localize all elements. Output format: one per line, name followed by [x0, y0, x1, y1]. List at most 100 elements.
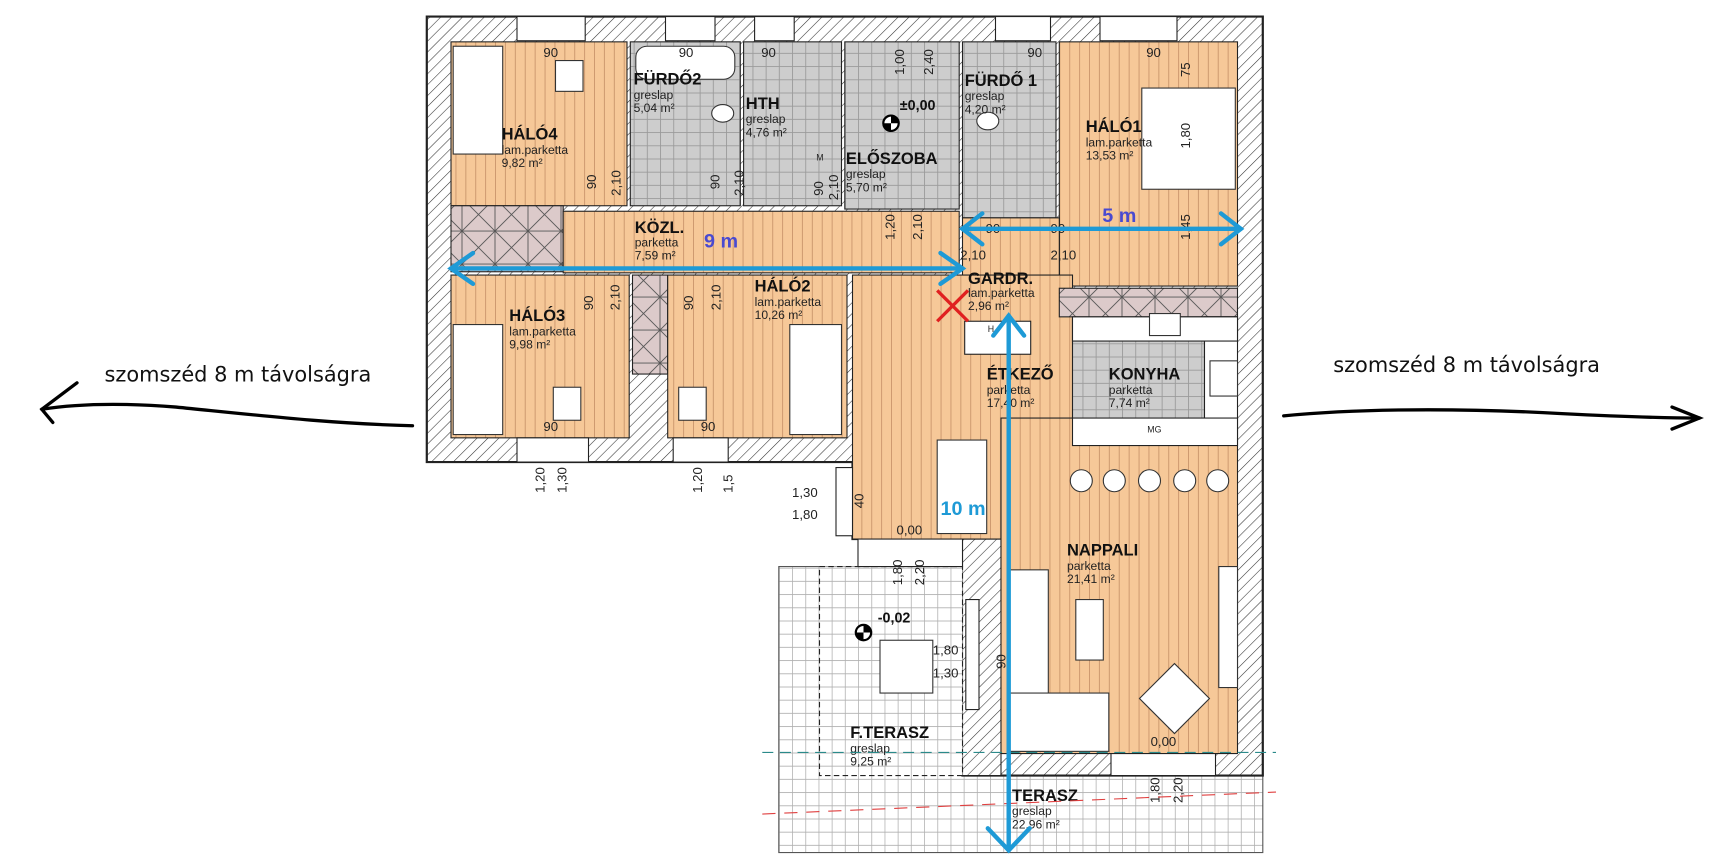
dimension-label: 2,10 — [709, 285, 724, 311]
sofa — [1009, 692, 1110, 752]
dimension-label: 90 — [543, 45, 558, 60]
dimension-label: 2,20 — [912, 560, 927, 586]
cross-marker-icon — [936, 289, 970, 323]
dimension-label: 90 — [1146, 45, 1161, 60]
stove — [1209, 360, 1239, 397]
room-area: 9,25 m² — [850, 755, 891, 769]
room-area: 22,96 m² — [1012, 817, 1060, 831]
room-name: F.TERASZ — [850, 724, 929, 742]
dimension-label: 90 — [761, 45, 776, 60]
room-name: HÁLÓ1 — [1086, 117, 1142, 136]
bed — [789, 324, 843, 436]
room-name: HÁLÓ3 — [509, 306, 565, 325]
toilet — [711, 104, 735, 123]
dimension-label: 1,80 — [792, 507, 818, 522]
toilet — [976, 111, 1000, 131]
dimension-label: 90 — [701, 419, 716, 434]
dimension-label: 2,10 — [960, 248, 986, 263]
room-floor: lam.parketta — [502, 143, 569, 157]
room-eloszoba — [844, 41, 960, 210]
room-area: 4,76 m² — [746, 125, 787, 139]
windows — [516, 16, 1217, 777]
dimension-label: 1,00 — [892, 49, 907, 75]
room-floor: lam.parketta — [968, 286, 1035, 300]
desk — [552, 386, 582, 421]
room-kozl — [562, 210, 960, 274]
room-floor: parketta — [1067, 559, 1111, 573]
dimension-label: 1,80 — [933, 643, 959, 658]
room-name: HÁLÓ4 — [502, 125, 559, 144]
room-area: 4,20 m² — [965, 102, 1006, 116]
room-name: NAPPALI — [1067, 542, 1138, 560]
kitchen-island — [1071, 417, 1239, 447]
dimension-label: 2,10 — [607, 285, 622, 311]
dimension-label: 90 — [993, 654, 1008, 669]
tv-unit — [1218, 566, 1239, 689]
axis-line — [762, 791, 1277, 815]
room-name: GARDR. — [968, 270, 1033, 288]
dimension-label: 2,10 — [910, 214, 925, 240]
dimension-label: 0,00 — [1151, 734, 1177, 749]
level-label: ±0,00 — [900, 98, 936, 114]
level-marker: ±0,00 — [882, 98, 936, 133]
room-name: FÜRDŐ2 — [634, 70, 702, 89]
washer-label: M — [816, 153, 823, 163]
bathtub — [635, 45, 736, 80]
room-name: TERASZ — [1012, 787, 1078, 805]
dimension-label: 90 — [584, 175, 599, 190]
dishwasher-label: MG — [1147, 424, 1161, 434]
coffee-table — [1075, 599, 1104, 661]
dimension-label: 0,00 — [897, 523, 923, 538]
room-floor: parketta — [1109, 383, 1153, 397]
dining-table — [936, 439, 988, 535]
room-area: 21,41 m² — [1067, 572, 1115, 586]
dimension-label: 1,30 — [933, 666, 959, 681]
dimension-label: 1,80 — [1147, 777, 1162, 803]
room-name: HTH — [746, 95, 780, 113]
dimension-label: 2,10 — [826, 175, 841, 201]
room-name: KONYHA — [1109, 366, 1181, 384]
dimension-label: 2,10 — [732, 170, 747, 196]
measure-arrow-5m — [958, 211, 1245, 247]
dimension-label: 2,10 — [1050, 248, 1076, 263]
room-floor: greslap — [746, 112, 786, 126]
room-floor: greslap — [850, 741, 890, 755]
room-name: ÉTKEZŐ — [987, 365, 1054, 384]
level-marker: -0,02 — [854, 611, 910, 642]
room-labels: HÁLÓ4 lam.parketta 9,82 m² FÜRDŐ2 gresla… — [502, 70, 1181, 832]
room-area: 2,96 m² — [968, 299, 1009, 313]
width-west-label: 9 m — [704, 231, 738, 253]
dimension-label: 2,10 — [608, 170, 623, 196]
dimension-label: 75 — [1178, 62, 1193, 77]
bed — [1141, 87, 1236, 190]
room-area: 7,74 m² — [1109, 396, 1150, 410]
room-hth — [743, 41, 843, 207]
measure-arrow-10m — [985, 312, 1032, 854]
neighbor-left-note: szomszéd 8 m távolságra — [105, 363, 372, 387]
dimension-label: 90 — [1027, 45, 1042, 60]
dimension-label: 2,20 — [1171, 777, 1186, 803]
bed — [452, 45, 504, 155]
dimension-label: 2,40 — [921, 49, 936, 75]
room-area: 13,53 m² — [1086, 149, 1134, 163]
pantry-wall — [1058, 287, 1239, 318]
sink — [1148, 313, 1181, 337]
desk — [678, 386, 707, 421]
fridge-unit — [964, 320, 1032, 355]
dimension-labels: 90 90 90 90 90 1,00 2,40 75 1,80 1,45 90… — [533, 45, 1194, 803]
fridge-label: H — [988, 324, 994, 334]
bed — [452, 324, 504, 436]
dimension-label: 1,20 — [533, 467, 548, 493]
desk — [554, 60, 584, 92]
dimension-label: 1,30 — [555, 467, 570, 493]
depth-label: 10 m — [940, 498, 985, 520]
dimension-label: 1,80 — [890, 560, 905, 586]
armchair — [1138, 662, 1211, 735]
room-floor: greslap — [965, 89, 1005, 103]
room-name: KÖZL. — [635, 218, 685, 237]
dimension-label: 90 — [679, 45, 694, 60]
dimension-label: 1,30 — [792, 485, 818, 500]
room-floor: lam.parketta — [755, 295, 822, 309]
room-name: HÁLÓ2 — [755, 277, 811, 296]
